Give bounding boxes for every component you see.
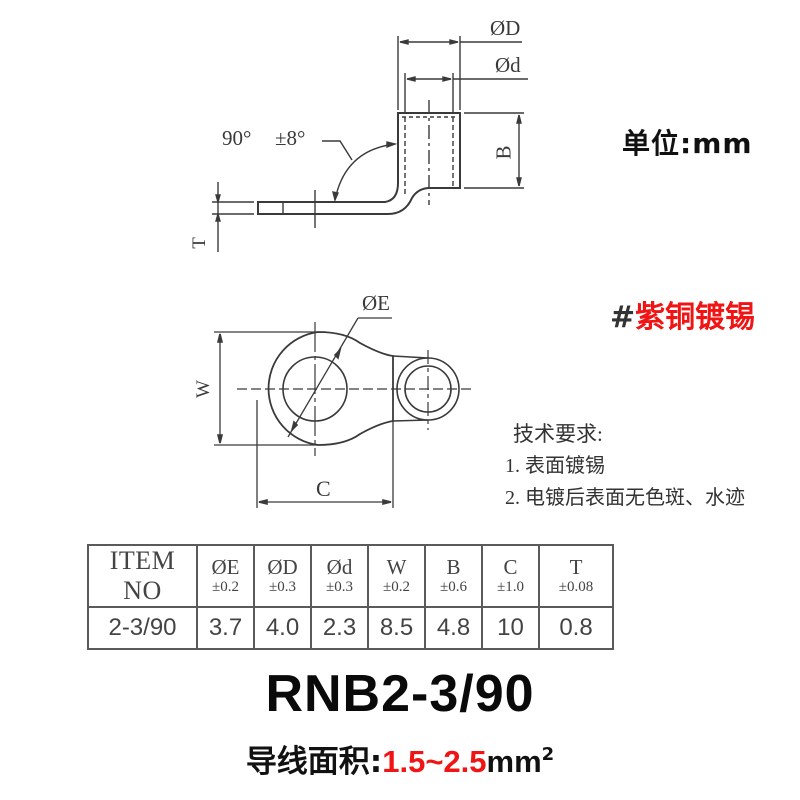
cell-length: 10 <box>481 606 540 650</box>
header-hole-diameter: ØE±0.2 <box>196 544 255 608</box>
wire-area-unit: mm <box>486 744 542 779</box>
wire-area-range: 1.5~2.5 <box>382 744 487 779</box>
header-barrel-length: B±0.6 <box>424 544 483 608</box>
cell-outer-diameter: 4.0 <box>253 606 312 650</box>
tech-requirements-title: 技术要求: <box>513 422 603 446</box>
label-thickness: T <box>188 237 210 249</box>
tech-requirements: 技术要求: 1. 表面镀锡 2. 电镀后表面无色斑、水迹 <box>505 418 745 514</box>
label-inner-diameter: Ød <box>495 53 521 77</box>
barrel-outline <box>257 112 461 215</box>
cell-barrel-length: 4.8 <box>424 606 483 650</box>
label-width: W <box>192 380 214 398</box>
top-view <box>214 317 472 508</box>
material-hash: # <box>610 300 636 335</box>
label-barrel-length: B <box>491 145 516 160</box>
cell-width: 8.5 <box>367 606 426 650</box>
table-header-row: ITEM NO ØE±0.2 ØD±0.3 Ød±0.3 W±0.2 B±0.6… <box>87 544 614 608</box>
label-angle-tolerance: ±8° <box>275 126 306 150</box>
wire-area-superscript: 2 <box>541 744 555 765</box>
table-row: 2-3/90 3.7 4.0 2.3 8.5 4.8 10 0.8 <box>87 606 614 650</box>
header-length: C±1.0 <box>481 544 540 608</box>
tech-requirement-item: 1. 表面镀锡 <box>505 455 605 477</box>
ring-outline <box>267 331 394 446</box>
label-hole-diameter: ØE <box>362 291 390 315</box>
wire-area-label: 导线面积: <box>245 744 383 780</box>
material-text: 紫铜镀锡 <box>635 300 756 335</box>
header-inner-diameter: Ød±0.3 <box>310 544 369 608</box>
header-item-no: ITEM NO <box>87 544 198 608</box>
header-thickness: T±0.08 <box>538 544 614 608</box>
side-view <box>212 36 528 252</box>
material-label: #紫铜镀锡 <box>610 292 755 336</box>
label-outer-diameter: ØD <box>490 16 521 40</box>
cell-thickness: 0.8 <box>538 606 614 650</box>
cell-item-no: 2-3/90 <box>87 606 198 650</box>
wire-area: 导线面积:1.5~2.5mm2 <box>0 736 800 781</box>
cell-hole-diameter: 3.7 <box>196 606 255 650</box>
unit-label: 单位:mm <box>622 127 753 160</box>
cell-inner-diameter: 2.3 <box>310 606 369 650</box>
header-outer-diameter: ØD±0.3 <box>253 544 312 608</box>
tech-requirement-item: 2. 电镀后表面无色斑、水迹 <box>505 487 745 509</box>
label-angle: 90° <box>222 126 252 150</box>
model-name: RNB2-3/90 <box>265 665 535 723</box>
label-length: C <box>316 476 331 501</box>
spec-table: ITEM NO ØE±0.2 ØD±0.3 Ød±0.3 W±0.2 B±0.6… <box>87 544 614 650</box>
header-width: W±0.2 <box>367 544 426 608</box>
